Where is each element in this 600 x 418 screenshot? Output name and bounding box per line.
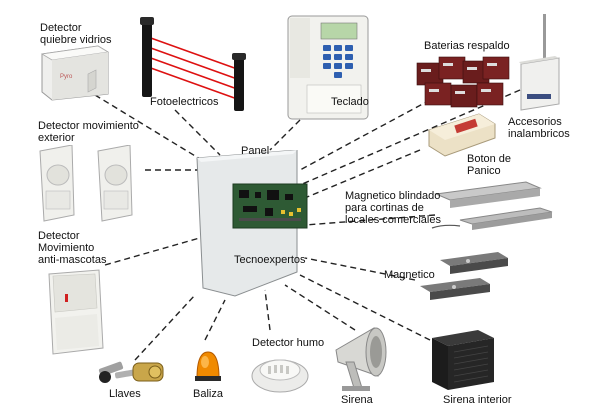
keypad-label: Teclado <box>331 96 369 108</box>
panel-label: Panel <box>241 145 270 157</box>
keys-device <box>95 355 167 391</box>
indoor-siren-label: Sirena interior <box>443 394 512 406</box>
beacon-label: Baliza <box>193 388 223 400</box>
connector-pet-motion <box>104 234 211 266</box>
connector-photoelectric <box>174 109 221 156</box>
pet-motion-detector <box>45 268 107 358</box>
connector-beacon <box>204 299 226 341</box>
backup-batteries-label: Baterias respaldo <box>424 40 510 52</box>
connector-batteries <box>299 99 431 171</box>
beacon-device <box>193 348 223 382</box>
glass-break-detector: Pyro <box>38 44 110 102</box>
panel-brand-label: Tecnoexpertos <box>234 254 306 266</box>
keypad-device <box>287 15 369 120</box>
wireless-label: Accesorios inalambricos <box>508 116 570 140</box>
magnetic-contact-device <box>418 250 518 308</box>
smoke-detector-label: Detector humo <box>252 337 325 349</box>
outdoor-motion-label: Detector movimiento exterior <box>38 120 139 144</box>
alarm-panel <box>195 150 310 300</box>
connector-keypad <box>269 119 301 151</box>
shielded-magnetic-device <box>430 178 555 238</box>
smoke-detector-device <box>250 350 310 395</box>
connector-indoor-siren <box>299 274 431 341</box>
connector-keys <box>134 294 196 361</box>
panic-button-device <box>425 112 500 160</box>
wireless-accessory <box>515 12 565 112</box>
shielded-magnetic-label: Magnetico blindado para cortinas de loca… <box>345 190 441 226</box>
siren-label: Sirena <box>341 394 373 406</box>
photoelectric-sensors <box>130 15 250 115</box>
indoor-siren-device <box>428 328 498 392</box>
pet-motion-label: Detector Movimiento anti-mascotas <box>38 230 107 266</box>
connector-shielded-magnetic <box>304 214 436 226</box>
magnetic-label: Magnetico <box>384 269 435 281</box>
outdoor-motion-detector <box>38 145 148 225</box>
connector-panic <box>299 149 421 201</box>
connector-magnetic <box>304 257 416 281</box>
svg-text:Pyro: Pyro <box>60 74 73 80</box>
glass-break-label: Detector quiebre vidrios <box>40 22 112 46</box>
keys-label: Llaves <box>109 388 141 400</box>
photoelectric-label: Fotoelectricos <box>150 96 219 108</box>
backup-batteries <box>415 55 511 110</box>
siren-device <box>330 322 410 394</box>
connector-siren <box>284 284 356 331</box>
connector-glass-break <box>94 94 211 166</box>
connector-smoke <box>264 289 271 331</box>
panic-button-label: Boton de Panico <box>467 153 512 177</box>
